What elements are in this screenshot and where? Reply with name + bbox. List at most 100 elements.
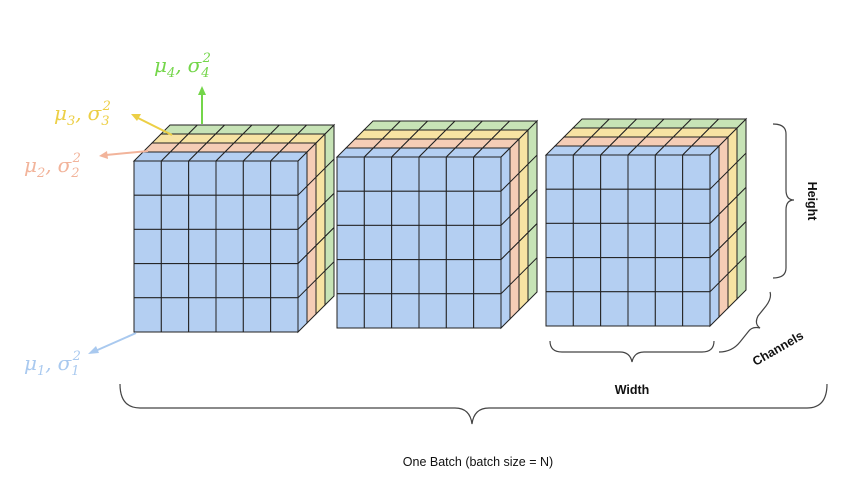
cube-front-cell	[445, 224, 475, 261]
cube-front-cell	[270, 297, 299, 333]
cube-front-cell	[627, 291, 656, 327]
cube-front-cell	[336, 156, 365, 192]
cube-front-cell	[682, 154, 711, 190]
cube-front-cell	[572, 188, 602, 224]
cube-front-cell	[242, 297, 272, 333]
cube-front-cell	[473, 190, 502, 226]
cube-front-cell	[572, 257, 602, 293]
arrow-mu3	[137, 117, 173, 136]
cube-front-cell	[445, 259, 475, 295]
cube-front-cell	[473, 293, 502, 329]
sigma3-subscript: 3	[101, 114, 109, 129]
cube-front-cell	[242, 194, 272, 230]
cube-front-cell	[545, 154, 574, 190]
cube-front-cell	[654, 291, 684, 327]
cube-front-cell	[363, 293, 393, 329]
cube-front-cell	[391, 156, 420, 192]
cube-front-cell	[363, 224, 393, 261]
cube-front-cell	[188, 228, 217, 265]
cube-front-cell	[572, 291, 602, 327]
stat-label-1: μ1,σ12	[24, 349, 81, 379]
width-label: Width	[615, 383, 650, 397]
mu2-symbol: μ	[24, 153, 37, 177]
cube-front-cell	[682, 291, 711, 327]
cube-front-cell	[270, 160, 299, 196]
arrow-mu2	[105, 150, 149, 156]
sigma4-symbol: σ	[188, 53, 203, 77]
batch-brace	[119, 383, 828, 425]
cube-front-cell	[473, 156, 502, 192]
cube-front-cell	[133, 263, 162, 299]
cube-front-cell	[545, 257, 574, 293]
cube-front-cell	[391, 224, 420, 261]
cube-front-cell	[682, 257, 711, 293]
mu1-symbol: μ	[24, 351, 37, 375]
cube-front-cell	[242, 263, 272, 299]
comma-4: ,	[175, 53, 181, 77]
cube-front-cell	[445, 293, 475, 329]
sigma1-subscript: 1	[71, 364, 79, 379]
cube-front-cell	[215, 160, 244, 196]
sigma3-symbol: σ	[88, 101, 103, 125]
cube-front-cell	[391, 259, 420, 295]
cube-front-cell	[654, 188, 684, 224]
cube-front-cell	[391, 190, 420, 226]
arrow-mu3-head	[131, 114, 141, 121]
feature-map-1	[132, 123, 336, 334]
cube-front-cell	[188, 160, 217, 196]
cube-front-cell	[242, 160, 272, 196]
mu2-subscript: 2	[36, 166, 45, 181]
arrow-mu1-head	[88, 346, 99, 354]
sigma4-subscript: 4	[200, 66, 209, 81]
height-label: Height	[805, 182, 819, 222]
arrow-mu4-head	[198, 86, 206, 95]
height-brace	[772, 123, 795, 279]
cube-front-cell	[654, 154, 684, 190]
cube-front-cell	[336, 224, 365, 261]
stat-label-2: μ2,σ22	[24, 151, 81, 181]
cube-front-cell	[418, 156, 447, 192]
sigma2-superscript: 2	[72, 151, 81, 166]
svg-text:μ4,σ42: μ4,σ42	[154, 51, 211, 81]
cube-front-cell	[572, 154, 602, 190]
cube-front-cell	[336, 190, 365, 226]
cube-front-cell	[133, 160, 162, 196]
mu4-symbol: μ	[154, 53, 167, 77]
cube-front-cell	[363, 259, 393, 295]
cube-front-cell	[270, 194, 299, 230]
cube-front-cell	[242, 228, 272, 265]
feature-map-2	[335, 119, 539, 330]
width-brace	[549, 340, 715, 363]
cube-front-cell	[160, 160, 190, 196]
cube-front-cell	[363, 190, 393, 226]
sigma2-subscript: 2	[70, 166, 79, 181]
cube-front-cell	[160, 194, 190, 230]
svg-text:μ3,σ32: μ3,σ32	[54, 99, 111, 129]
cube-front-cell	[545, 222, 574, 259]
cube-front-cell	[445, 190, 475, 226]
sigma1-superscript: 2	[72, 349, 81, 364]
cube-front-cell	[473, 259, 502, 295]
cube-front-cell	[160, 263, 190, 299]
mu4-subscript: 4	[166, 66, 175, 81]
arrow-mu1	[92, 332, 137, 353]
cube-front-cell	[270, 263, 299, 299]
mu3-symbol: μ	[54, 101, 67, 125]
cube-front-cell	[627, 154, 656, 190]
mu3-subscript: 3	[67, 114, 75, 129]
cube-front-cell	[600, 291, 629, 327]
cube-front-cell	[418, 293, 447, 329]
cube-front-cell	[600, 154, 629, 190]
cube-front-cell	[545, 291, 574, 327]
stat-label-3: μ3,σ32	[54, 99, 111, 129]
cube-front-cell	[215, 228, 244, 265]
svg-text:μ2,σ22: μ2,σ22	[24, 151, 81, 181]
cube-front-cell	[336, 259, 365, 295]
cube-front-cell	[133, 194, 162, 230]
cube-front-cell	[160, 228, 190, 265]
arrow-mu2-head	[99, 151, 108, 159]
sigma2-symbol: σ	[58, 153, 73, 177]
cube-front-cell	[627, 188, 656, 224]
cube-front-cell	[215, 263, 244, 299]
